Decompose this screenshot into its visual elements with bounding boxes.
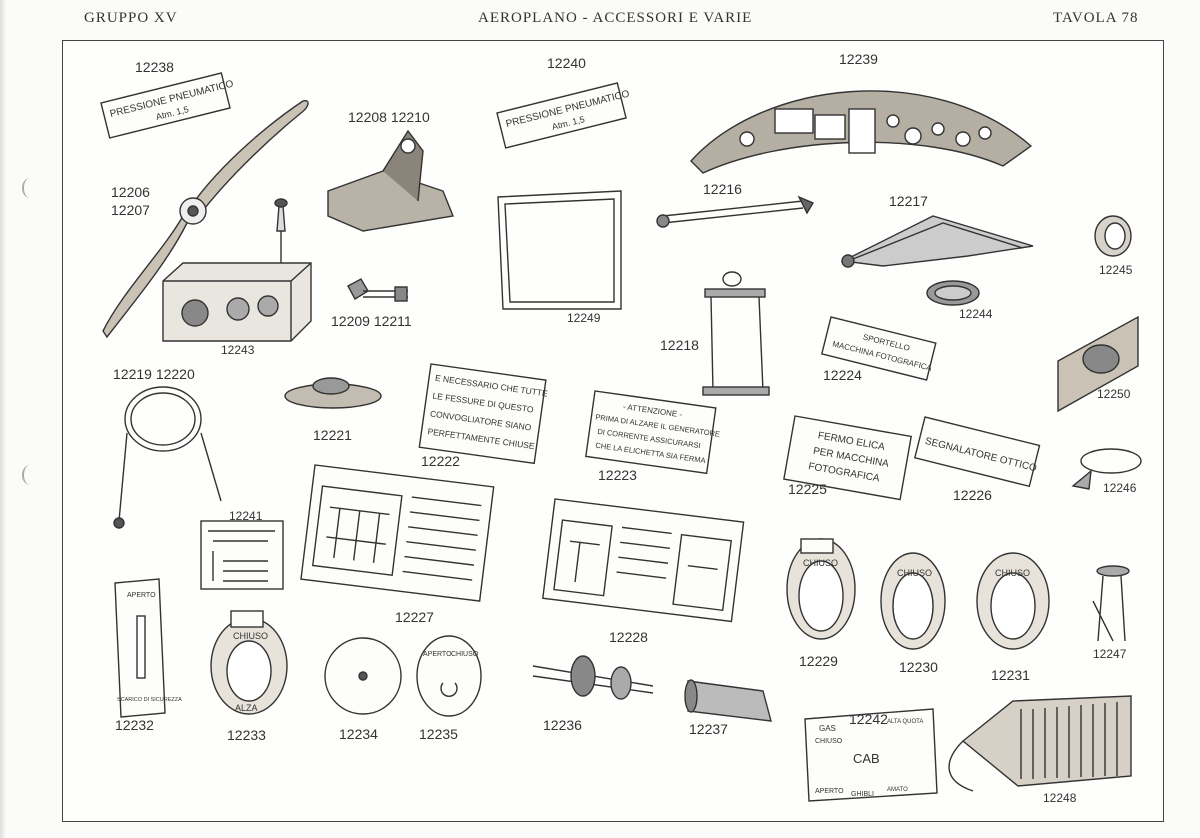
part-number-12216: 12216 bbox=[703, 181, 742, 197]
ring-label: CHIUSO bbox=[995, 568, 1030, 578]
part-number-12209-12211: 12209 12211 bbox=[331, 313, 412, 329]
support-rod-illustration bbox=[656, 195, 815, 228]
part-number-12230: 12230 bbox=[899, 659, 938, 675]
plate-label: ALTA QUOTA bbox=[887, 719, 923, 725]
group-title: GRUPPO XV bbox=[84, 10, 178, 26]
bolt-illustration bbox=[347, 278, 408, 302]
plate-label: AMATO bbox=[887, 787, 908, 793]
part-number-12227: 12227 bbox=[395, 609, 434, 625]
scan-binding-edge bbox=[0, 0, 6, 838]
distributor-box-illustration bbox=[162, 198, 312, 342]
part-number-12224: 12224 bbox=[823, 367, 862, 383]
punch-hole-mark bbox=[22, 178, 38, 198]
hose-coupling-12237 bbox=[684, 679, 772, 722]
wiring-diagram-plate-12228 bbox=[542, 498, 745, 623]
wire-loop-illustration bbox=[113, 386, 222, 529]
plate-label: SCARICO DI SICUREZZA bbox=[117, 697, 182, 703]
part-number-12229: 12229 bbox=[799, 653, 838, 669]
latch-illustration bbox=[1092, 565, 1130, 642]
plate-illustrations: PRESSIONE PNEUMATICO Atm. 1,5 PRESSIONE … bbox=[100, 72, 1142, 802]
gas-control-plate-12242: GAS CHIUSO ALTA QUOTA CAB APERTO GHIBLI … bbox=[804, 708, 938, 802]
part-number-12242: 12242 bbox=[849, 711, 888, 727]
part-number-12236: 12236 bbox=[543, 717, 582, 733]
plate-label: CHIUSO bbox=[815, 738, 843, 745]
disc-label: APERTO bbox=[423, 651, 452, 658]
plate-label: GAS bbox=[819, 724, 836, 733]
part-number-12240: 12240 bbox=[547, 55, 586, 71]
disc-label: CHIUSO bbox=[451, 651, 479, 658]
part-number-12239: 12239 bbox=[839, 51, 878, 67]
plate-label: GHIBLI bbox=[851, 791, 874, 798]
hinge-bracket-illustration bbox=[327, 129, 454, 232]
part-number-12234: 12234 bbox=[339, 726, 378, 742]
part-number-12228: 12228 bbox=[609, 629, 648, 645]
control-ring-12229: CHIUSO bbox=[786, 538, 856, 640]
ring-label: CHIUSO bbox=[233, 631, 268, 641]
notice-sign-12222: E NECESSARIO CHE TUTTE LE FESSURE DI QUE… bbox=[418, 363, 549, 465]
part-number-12243: 12243 bbox=[221, 343, 255, 357]
part-number-12223: 12223 bbox=[598, 467, 637, 483]
plate-label: CAB bbox=[853, 751, 880, 766]
part-number-12218: 12218 bbox=[660, 337, 699, 353]
plate-label: APERTO bbox=[127, 592, 156, 599]
part-number-12248: 12248 bbox=[1043, 791, 1077, 805]
selector-disc-12234 bbox=[324, 637, 402, 715]
part-number-12222: 12222 bbox=[421, 453, 460, 469]
part-number-12247: 12247 bbox=[1093, 647, 1127, 661]
plate-number: TAVOLA 78 bbox=[1053, 10, 1139, 26]
part-number-12206-12207: 12206 12207 bbox=[111, 184, 150, 218]
ring-label: CHIUSO bbox=[803, 558, 838, 568]
clamp-ring-illustration bbox=[1094, 215, 1132, 257]
wiring-plate-12241 bbox=[200, 520, 284, 590]
ring-label: CHIUSO bbox=[897, 568, 932, 578]
part-number-12250: 12250 bbox=[1097, 387, 1131, 401]
pressure-sign-12238: PRESSIONE PNEUMATICO Atm. 1,5 bbox=[100, 72, 235, 139]
threaded-fitting-12236 bbox=[532, 655, 654, 700]
part-number-12241: 12241 bbox=[229, 509, 263, 523]
part-number-12235: 12235 bbox=[419, 726, 458, 742]
hose-clamp-illustration bbox=[1071, 448, 1142, 490]
part-number-12225: 12225 bbox=[788, 481, 827, 497]
instrument-panel-illustration bbox=[690, 90, 1033, 174]
page-title: AEROPLANO - ACCESSORI E VARIE bbox=[478, 10, 753, 26]
part-number-12219-12220: 12219 12220 bbox=[113, 366, 195, 382]
part-number-12231: 12231 bbox=[991, 667, 1030, 683]
wiring-diagram-plate-12227 bbox=[300, 464, 495, 602]
propeller-lock-sign-12225: FERMO ELICA PER MACCHINA FOTOGRAFICA bbox=[783, 415, 913, 501]
part-number-12237: 12237 bbox=[689, 721, 728, 737]
punch-hole-mark bbox=[22, 465, 38, 485]
attention-sign-12223: - ATTENZIONE - PRIMA DI ALZARE IL GENERA… bbox=[585, 390, 721, 475]
safety-drain-plate-12232: APERTO SCARICO DI SICUREZZA bbox=[114, 578, 182, 718]
part-number-12233: 12233 bbox=[227, 727, 266, 743]
wire-coil-illustration bbox=[926, 280, 980, 306]
part-number-12238: 12238 bbox=[135, 59, 174, 75]
part-number-12244: 12244 bbox=[959, 307, 993, 321]
part-number-12245: 12245 bbox=[1099, 263, 1133, 277]
control-ring-12233: CHIUSO ALZA bbox=[210, 610, 288, 715]
part-number-12221: 12221 bbox=[313, 427, 352, 443]
radiator-12248 bbox=[948, 695, 1132, 792]
gasket-frame-illustration bbox=[497, 190, 622, 310]
control-ring-12231: CHIUSO bbox=[976, 552, 1050, 650]
part-number-12208-12210: 12208 12210 bbox=[348, 109, 430, 125]
handle-frame-illustration bbox=[702, 271, 770, 396]
selector-disc-12235: APERTO CHIUSO bbox=[416, 635, 482, 717]
control-ring-12230: CHIUSO bbox=[880, 552, 946, 650]
optical-signal-sign-12226: SEGNALATORE OTTICO bbox=[913, 416, 1041, 488]
ring-label: ALZA bbox=[235, 703, 258, 713]
mounting-bracket-illustration bbox=[1057, 315, 1139, 413]
plate-label: APERTO bbox=[815, 788, 844, 795]
part-number-12232: 12232 bbox=[115, 717, 154, 733]
pressure-sign-12240: PRESSIONE PNEUMATICO Atm. 1,5 bbox=[496, 82, 631, 149]
part-number-12246: 12246 bbox=[1103, 481, 1137, 495]
part-number-12226: 12226 bbox=[953, 487, 992, 503]
part-number-12217: 12217 bbox=[889, 193, 928, 209]
vent-fitting-illustration bbox=[284, 377, 382, 409]
tension-bracket-illustration bbox=[840, 215, 1034, 268]
part-number-12249: 12249 bbox=[567, 311, 601, 325]
plate-frame: PRESSIONE PNEUMATICO Atm. 1,5 PRESSIONE … bbox=[62, 40, 1164, 822]
propeller-illustration bbox=[102, 100, 309, 339]
